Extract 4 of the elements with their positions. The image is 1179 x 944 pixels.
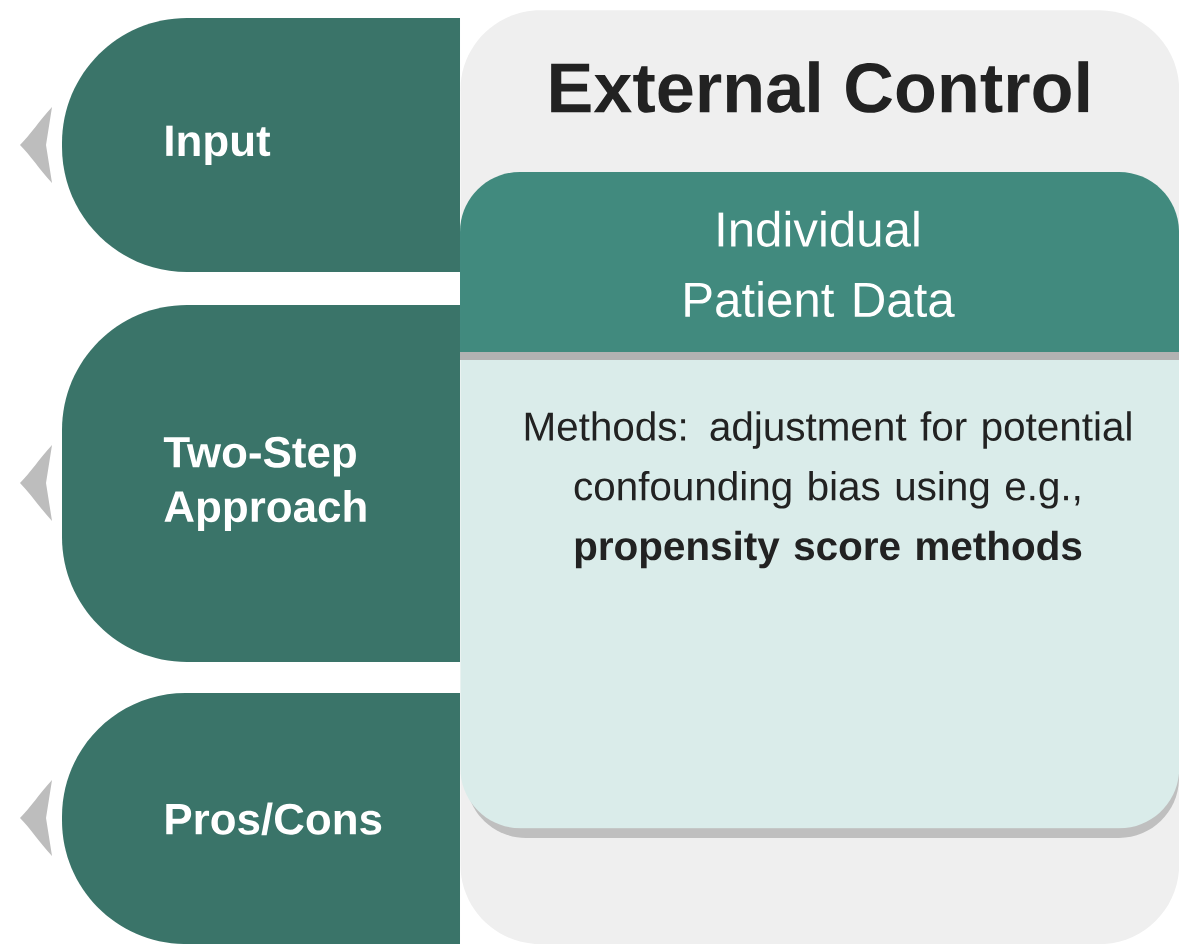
tab-box: Pros/Cons: [62, 693, 460, 944]
tab-box: Input: [62, 18, 460, 272]
card: Individual Patient Data Methods: adjustment for potential confounding bias using e.g., propensity score methods: [460, 172, 1179, 838]
tab-box: Two-Step Approach: [62, 305, 460, 662]
